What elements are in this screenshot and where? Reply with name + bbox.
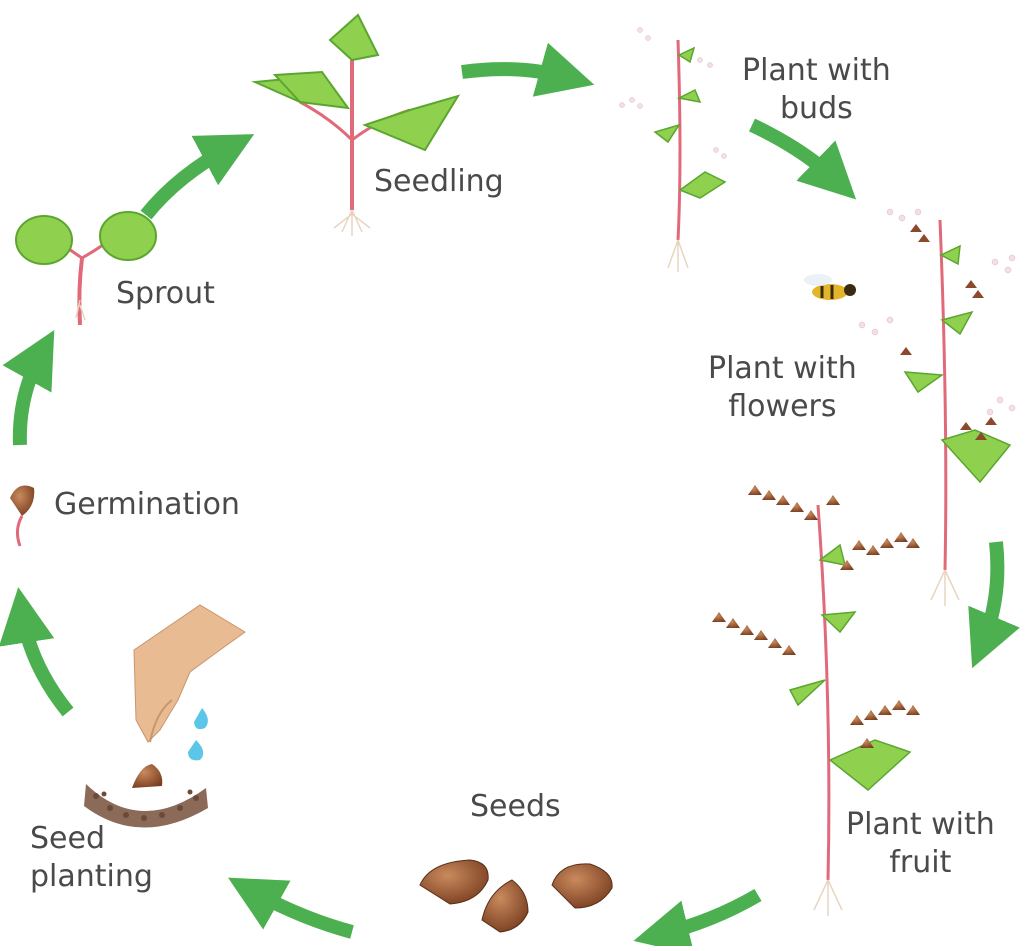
flowers-label: Plant with flowers — [708, 350, 857, 426]
arrow-seedling-to-buds — [462, 69, 570, 78]
hand-shape — [134, 605, 245, 742]
arrow-germination-to-sprout — [20, 352, 42, 445]
germination-illustration — [10, 486, 34, 546]
arrow-buds-to-flowers — [752, 125, 838, 182]
seed-planting-illustration — [84, 605, 245, 828]
arrow-seeds-to-planting — [250, 890, 352, 932]
buds-label: Plant with buds — [742, 52, 891, 128]
planting-label: Seed planting — [30, 820, 153, 896]
arrow-flowers-to-fruit — [982, 542, 997, 645]
seedling-illustration — [255, 15, 458, 236]
seeds-label: Seeds — [470, 788, 561, 826]
arrow-sprout-to-seedling — [146, 146, 232, 215]
seeds-illustration — [420, 860, 612, 932]
germination-label: Germination — [54, 486, 240, 524]
arrow-fruit-to-seeds — [658, 895, 758, 935]
arrow-planting-to-germination — [22, 612, 68, 712]
sprout-label: Sprout — [116, 275, 215, 313]
seedling-label: Seedling — [374, 163, 504, 201]
budding-plant-illustration — [620, 28, 727, 273]
fruit-label: Plant with fruit — [846, 806, 995, 882]
bee-illustration — [804, 274, 856, 300]
